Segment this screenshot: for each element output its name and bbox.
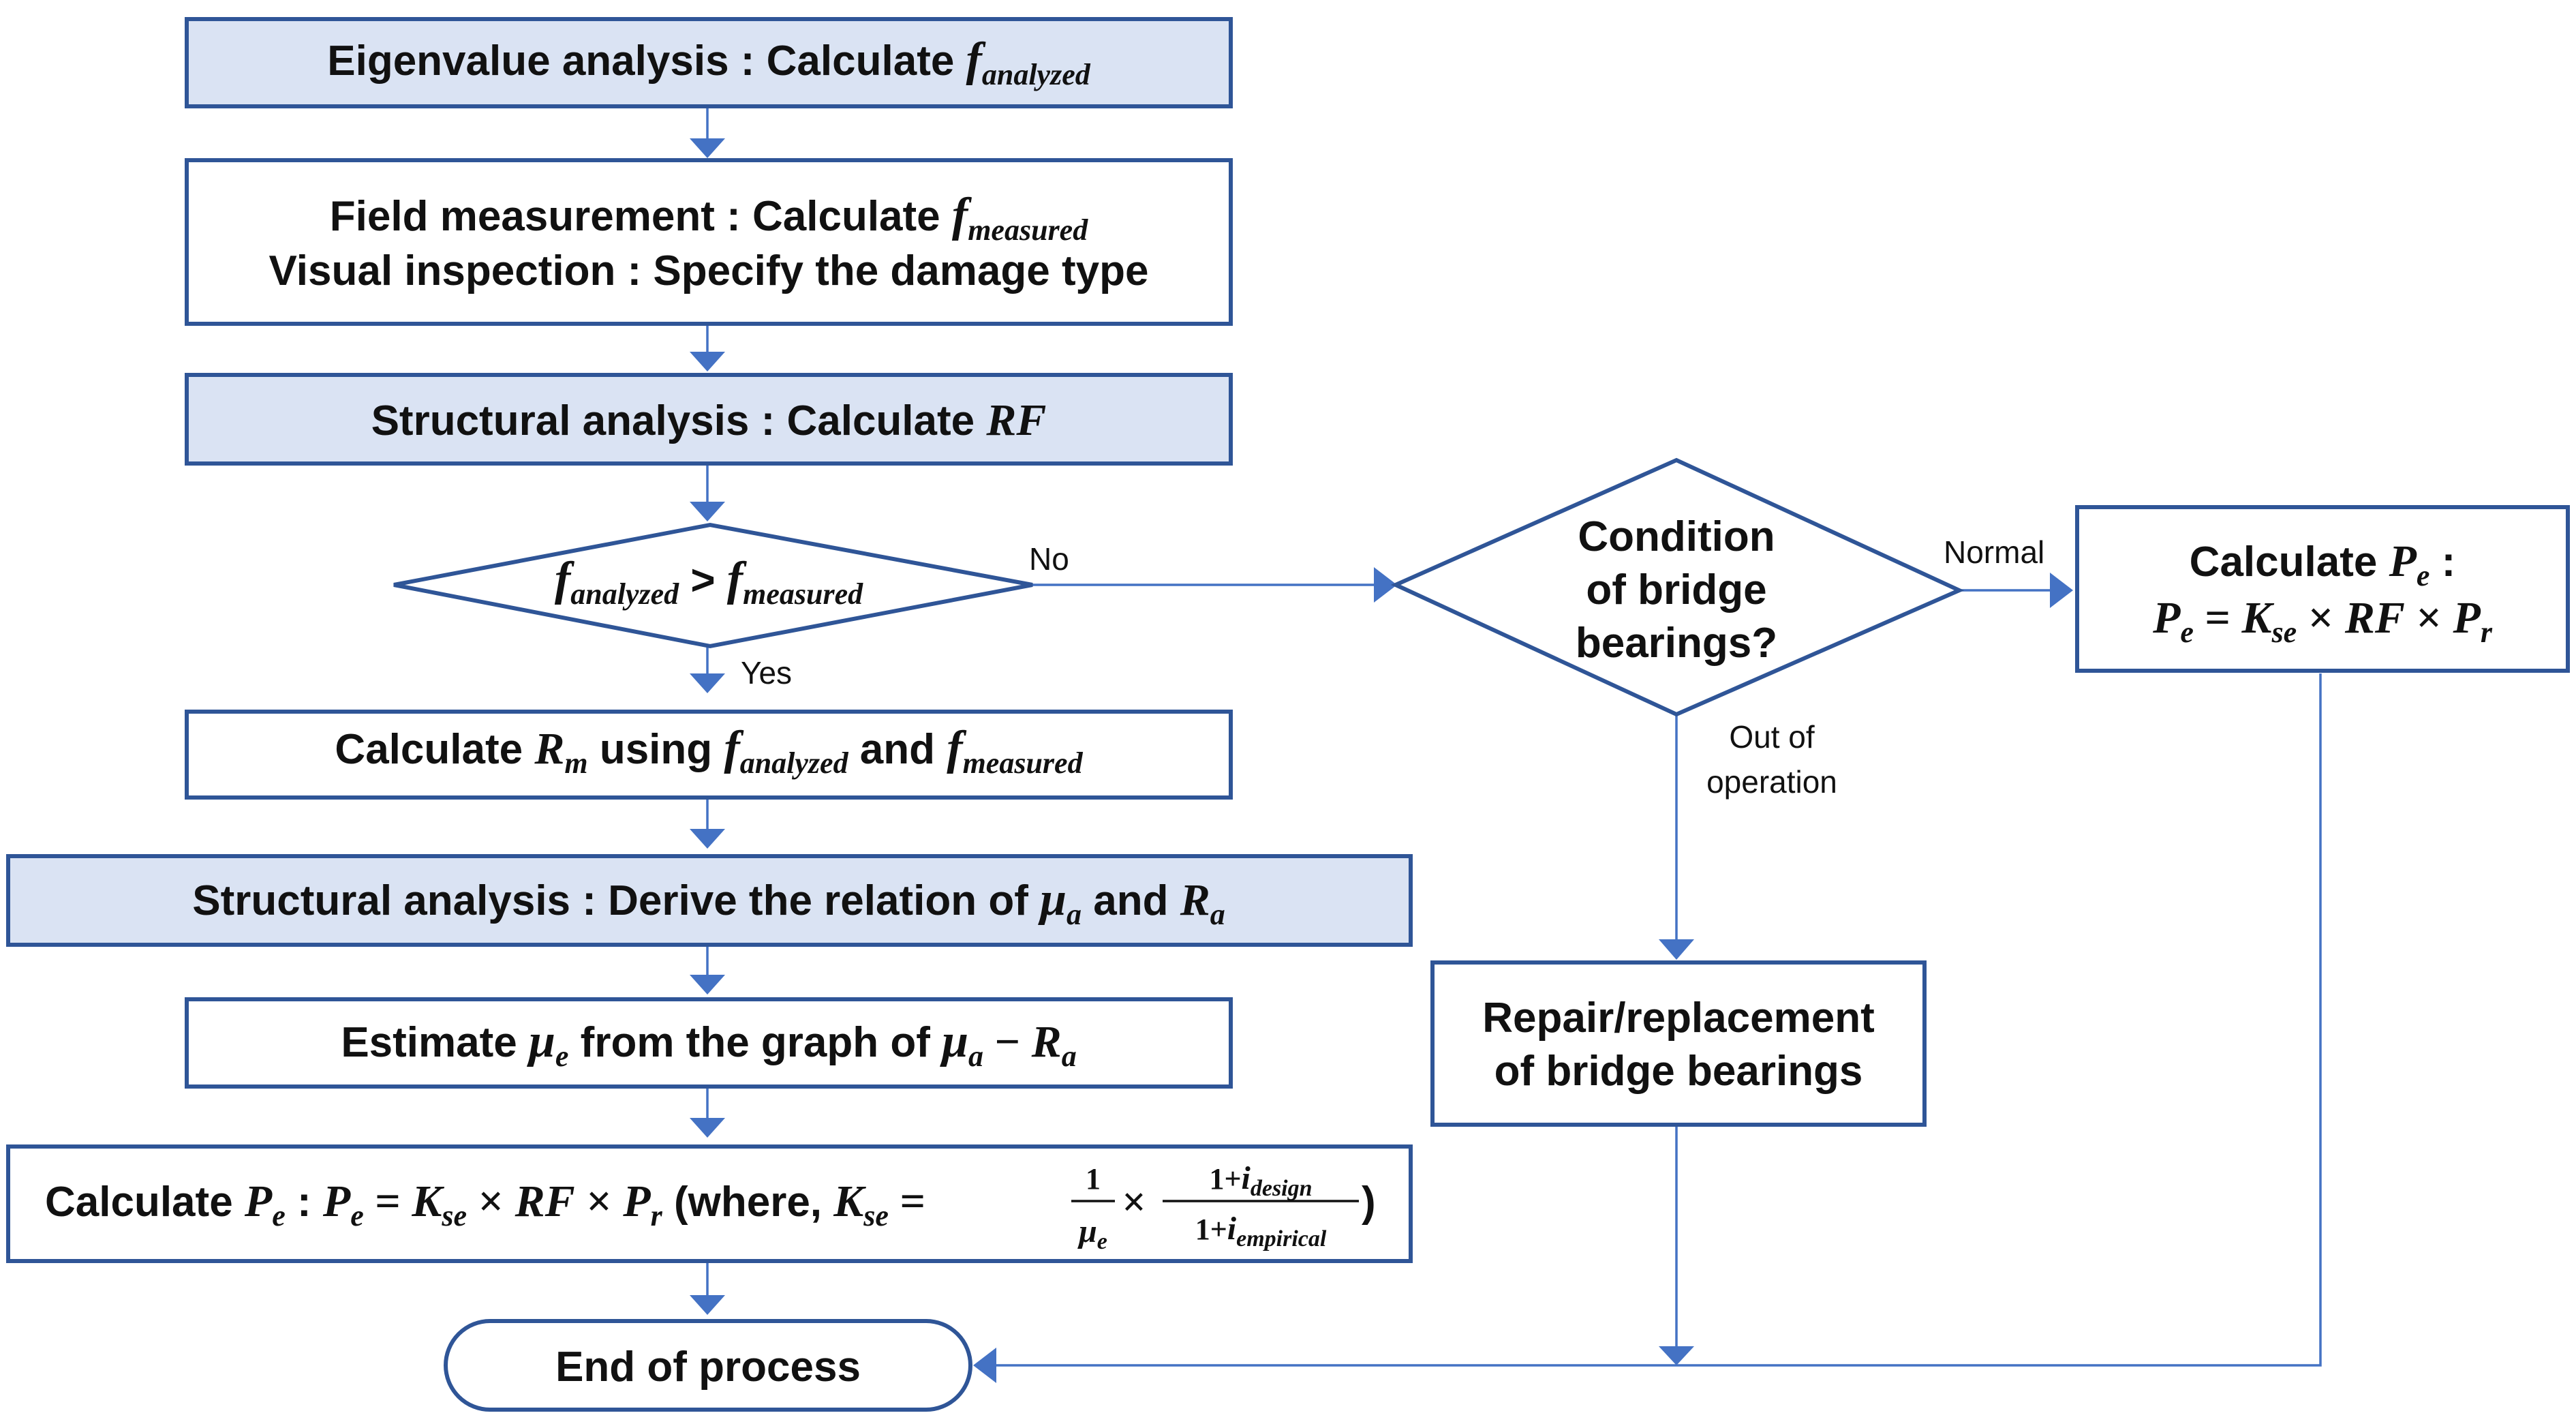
node-decision-frequency: fanalyzed > fmeasured — [393, 522, 1033, 649]
svg-text:1: 1 — [1086, 1162, 1101, 1196]
arrow-head — [1659, 1346, 1694, 1365]
svg-text:of bridge bearings: of bridge bearings — [1494, 1048, 1863, 1095]
svg-text:1+iempirical: 1+iempirical — [1195, 1211, 1327, 1251]
svg-text:Pe = Kse × RF × Pr: Pe = Kse × RF × Pr — [2152, 593, 2493, 649]
edge-label-out-line2: operation — [1706, 764, 1837, 800]
arrow-head — [1374, 567, 1397, 603]
arrow-head — [690, 673, 725, 693]
node-end-of-process: End of process — [444, 1319, 972, 1412]
edge-label-out-line1: Out of — [1729, 719, 1815, 755]
edge-label-yes: Yes — [741, 655, 792, 691]
svg-text:1+idesign: 1+idesign — [1209, 1160, 1312, 1201]
connectors — [690, 106, 2322, 1383]
node-repair-replacement: Repair/replacement of bridge bearings — [1430, 960, 1927, 1127]
svg-text:Calculate Pe :: Calculate Pe : — [2190, 536, 2456, 592]
arrow-head — [2050, 573, 2073, 608]
svg-text:Field measurement : Calculate: Field measurement : Calculate fmeasured — [330, 189, 1088, 247]
node-structural-mu: Structural analysis : Derive the relatio… — [6, 854, 1413, 947]
arrow-head — [690, 138, 725, 158]
svg-text:Repair/replacement: Repair/replacement — [1482, 995, 1874, 1042]
arrow-head — [690, 829, 725, 849]
svg-text:of bridge: of bridge — [1586, 566, 1766, 613]
edge-label-no: No — [1029, 541, 1069, 577]
node-bearing-condition: Condition of bridge bearings? — [1390, 457, 1965, 717]
node-eigenvalue: Eigenvalue analysis : Calculate fanalyze… — [185, 17, 1233, 108]
svg-text:End of process: End of process — [555, 1344, 861, 1391]
edge-label-normal: Normal — [1944, 534, 2044, 570]
node-calculate-pe-right: Calculate Pe : Pe = Kse × RF × Pr — [2075, 505, 2570, 673]
svg-text:): ) — [1362, 1179, 1376, 1226]
svg-text:×: × — [1122, 1179, 1146, 1226]
arrow-head — [690, 1118, 725, 1138]
svg-text:Structural analysis : Calculat: Structural analysis : Calculate RF — [371, 395, 1047, 445]
arrow-head — [1659, 939, 1694, 960]
svg-text:Calculate Pe : Pe = Kse × RF ×: Calculate Pe : Pe = Kse × RF × Pr (where… — [45, 1177, 925, 1232]
node-field-measurement: Field measurement : Calculate fmeasured … — [185, 158, 1233, 326]
svg-text:μe: μe — [1077, 1213, 1107, 1254]
arrow-head — [690, 352, 725, 371]
node-structural-rf: Structural analysis : Calculate RF — [185, 373, 1233, 466]
arrow-head — [973, 1348, 996, 1383]
svg-text:Eigenvalue analysis : Calculat: Eigenvalue analysis : Calculate fanalyze… — [327, 33, 1090, 91]
node-estimate-mu: Estimate μe from the graph of μa − Ra — [185, 997, 1233, 1089]
svg-text:fanalyzed > fmeasured: fanalyzed > fmeasured — [555, 553, 863, 611]
node-calculate-rm: Calculate Rm using fanalyzed and fmeasur… — [185, 710, 1233, 800]
connector-right-to-end — [995, 673, 2322, 1367]
arrow-head — [690, 975, 725, 995]
svg-text:bearings?: bearings? — [1576, 620, 1777, 667]
arrow-head — [690, 1295, 725, 1315]
svg-text:Estimate μe from the graph of: Estimate μe from the graph of μa − Ra — [341, 1015, 1076, 1073]
node-calculate-pe-main: Calculate Pe : Pe = Kse × RF × Pr (where… — [6, 1144, 1413, 1263]
svg-text:Structural analysis : Derive t: Structural analysis : Derive the relatio… — [192, 873, 1225, 931]
arrow-head — [690, 502, 725, 521]
svg-text:Condition: Condition — [1578, 513, 1775, 560]
field-line2: Visual inspection : Specify the damage t… — [269, 247, 1149, 294]
